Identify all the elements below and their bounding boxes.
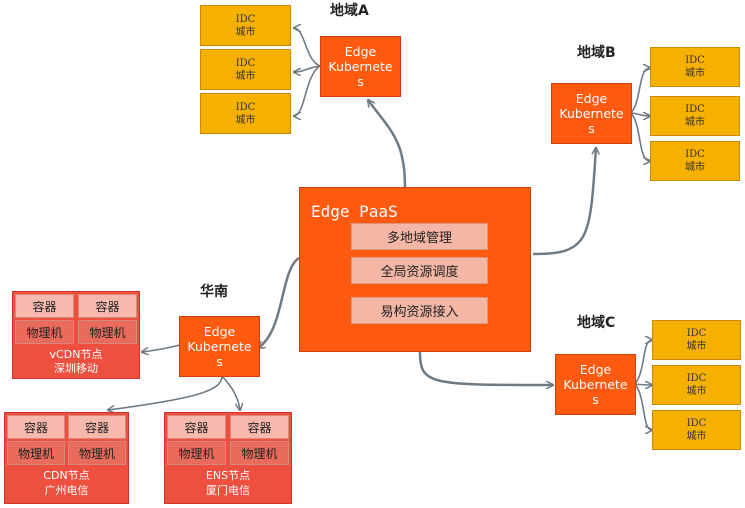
idc-city: 城市 <box>686 386 707 397</box>
region-b-idc-3: IDC 城市 <box>650 141 740 181</box>
idc-label: IDC <box>686 418 707 429</box>
container-cell: 容器 <box>15 294 74 318</box>
idc-city: 城市 <box>685 117 705 128</box>
edge-paas-to-region-c <box>418 351 553 385</box>
region-b-idc-2: IDC 城市 <box>650 96 740 136</box>
edge-c-idc-1 <box>634 340 652 385</box>
region-a-edge-kubernetes: Edge Kubernete s <box>320 36 401 97</box>
idc-label: IDC <box>685 55 705 66</box>
vcdn-node: 容器 容器 物理机 物理机 vCDN节点 深圳移动 <box>12 291 140 379</box>
idc-label: IDC <box>685 149 705 160</box>
edge-a-idc-3 <box>294 65 321 116</box>
idc-city: 城市 <box>686 341 707 352</box>
edge-paas-to-south <box>258 256 300 348</box>
container-cell: 容器 <box>7 415 65 439</box>
south-edge-kubernetes: Edge Kubernete s <box>179 316 260 377</box>
region-a-label: 地域A <box>330 3 369 19</box>
machine-cell: 物理机 <box>68 441 126 465</box>
idc-label: IDC <box>235 57 256 69</box>
edge-b-idc-1 <box>630 68 650 114</box>
idc-city: 城市 <box>235 26 256 38</box>
region-b-label: 地域B <box>577 45 616 61</box>
cdn-node: 容器 容器 物理机 物理机 CDN节点 广州电信 <box>4 412 129 504</box>
node-caption-location: 厦门电信 <box>206 484 250 497</box>
paas-item-heterogeneous-access: 易构资源接入 <box>351 297 488 324</box>
machine-cell: 物理机 <box>167 441 226 465</box>
region-b-idc-1: IDC 城市 <box>650 47 740 87</box>
edge-a-idc-1 <box>294 28 321 67</box>
region-a-idc-3: IDC 城市 <box>200 93 291 134</box>
idc-city: 城市 <box>685 68 705 79</box>
machine-cell: 物理机 <box>230 441 289 465</box>
container-cell: 容器 <box>230 415 289 439</box>
region-a-idc-1: IDC 城市 <box>200 5 291 46</box>
idc-city: 城市 <box>686 431 707 442</box>
edge-paas-to-region-b <box>532 148 596 256</box>
region-south-label: 华南 <box>200 284 228 300</box>
node-caption-type: vCDN节点 <box>49 348 103 361</box>
region-c-label: 地域C <box>577 315 616 331</box>
edge-a-idc-2 <box>294 65 321 72</box>
node-caption-type: CDN节点 <box>43 469 90 482</box>
region-c-edge-kubernetes: Edge Kubernete s <box>555 354 636 415</box>
container-cell: 容器 <box>167 415 226 439</box>
edge-paas-block: Edge PaaS 多地域管理 全局资源调度 易构资源接入 <box>299 187 531 352</box>
machine-cell: 物理机 <box>7 441 65 465</box>
edge-b-idc-2 <box>630 113 650 116</box>
machine-cell: 物理机 <box>78 320 137 344</box>
node-caption-type: ENS节点 <box>205 469 251 482</box>
edge-paas-to-region-a <box>368 100 407 188</box>
idc-label: IDC <box>686 328 707 339</box>
region-a-idc-2: IDC 城市 <box>200 49 291 90</box>
region-c-idc-3: IDC 城市 <box>652 410 741 450</box>
edge-south-to-ens <box>221 375 240 410</box>
machine-cell: 物理机 <box>15 320 74 344</box>
container-cell: 容器 <box>78 294 137 318</box>
node-caption-location: 广州电信 <box>44 484 89 497</box>
idc-label: IDC <box>235 13 256 25</box>
edge-south-to-cdn <box>108 375 223 410</box>
idc-label: IDC <box>235 101 256 113</box>
node-caption-location: 深圳移动 <box>54 362 98 375</box>
edge-c-idc-2 <box>634 384 652 385</box>
edge-paas-title: Edge PaaS <box>311 202 398 221</box>
region-c-idc-1: IDC 城市 <box>652 320 741 360</box>
idc-city: 城市 <box>235 114 256 126</box>
edge-c-idc-3 <box>634 383 652 430</box>
edge-south-to-vcdn <box>142 344 181 352</box>
idc-city: 城市 <box>685 162 705 173</box>
idc-label: IDC <box>685 104 705 115</box>
paas-item-global-scheduling: 全局资源调度 <box>351 257 488 284</box>
region-c-idc-2: IDC 城市 <box>652 365 741 405</box>
idc-label: IDC <box>686 373 707 384</box>
paas-item-multi-region: 多地域管理 <box>351 223 488 250</box>
container-cell: 容器 <box>68 415 126 439</box>
ens-node: 容器 容器 物理机 物理机 ENS节点 厦门电信 <box>164 412 292 504</box>
edge-b-idc-3 <box>630 112 650 161</box>
region-b-edge-kubernetes: Edge Kubernete s <box>551 83 632 144</box>
idc-city: 城市 <box>235 70 256 82</box>
